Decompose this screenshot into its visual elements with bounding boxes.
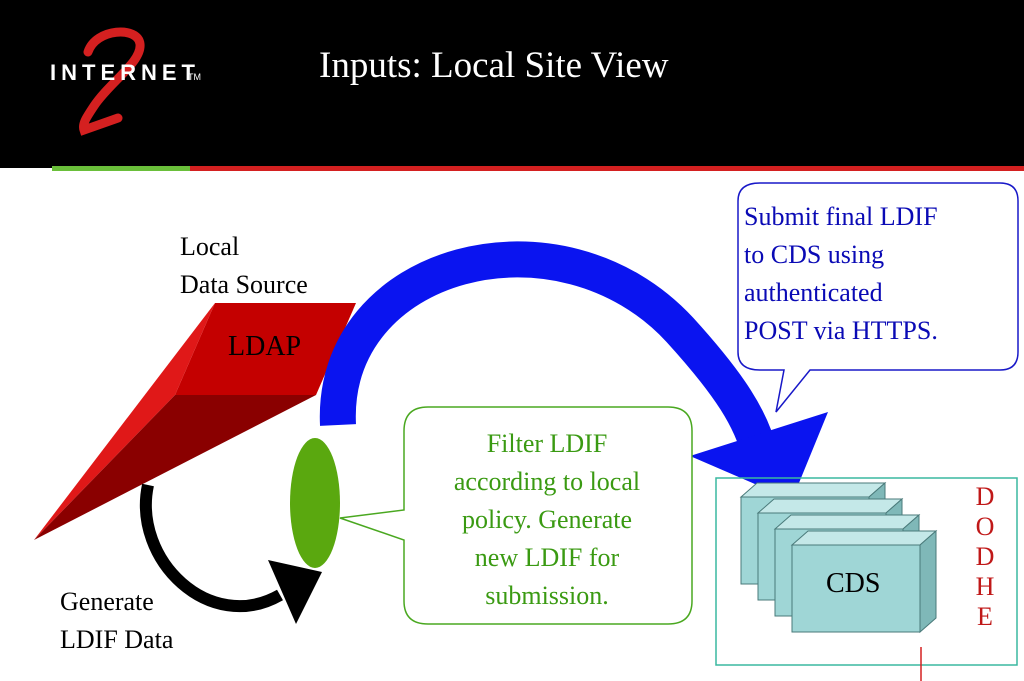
cds-container [715,477,1018,666]
generate-label-line: Generate [60,587,154,616]
source-label-line: Local [180,232,240,261]
vertical-letters: D O D H E [974,482,996,632]
vertical-letter: H [975,572,995,601]
vertical-letter: E [977,602,993,631]
logo-trademark: TM [188,72,201,82]
submit-callout-line: authenticated [744,278,883,307]
filter-callout-text: Filter LDIF according to local policy. G… [404,425,690,615]
vertical-letter: D [975,482,995,511]
generate-label: Generate LDIF Data [60,583,173,659]
generate-arrow-icon [140,483,322,624]
submit-callout-line: to CDS using [744,240,885,269]
vertical-letter: O [975,512,995,541]
generate-label-line: LDIF Data [60,625,174,654]
page-title: Inputs: Local Site View [319,45,669,86]
ldap-label: LDAP [228,331,302,362]
submit-callout-text: Submit final LDIF to CDS using authentic… [744,198,996,350]
logo-wordmark: INTERNET [50,60,200,85]
filter-callout-line: submission. [485,581,609,610]
filter-callout-line: Filter LDIF [486,429,608,458]
cds-label: CDS [826,568,881,599]
internet2-logo-icon: INTERNET TM [50,27,201,136]
filter-callout-line: according to local [453,467,641,496]
source-label: Local Data Source [180,228,308,304]
submit-callout-line: POST via HTTPS. [744,316,938,345]
vertical-letter: D [975,542,995,571]
submit-callout-shape [737,182,1019,413]
ldap-wedge-icon [34,303,356,540]
filter-callout-line: new LDIF for [474,543,620,572]
filter-callout-line: policy. Generate [461,505,633,534]
header-divider-green [52,166,190,171]
source-label-line: Data Source [180,270,308,299]
filter-callout-shape [339,406,693,625]
slide-header [0,0,1024,168]
server-stack-icon [739,481,938,634]
header-divider-red [190,166,1024,171]
filter-node-icon [290,438,340,568]
submit-callout-line: Submit final LDIF [744,202,938,231]
